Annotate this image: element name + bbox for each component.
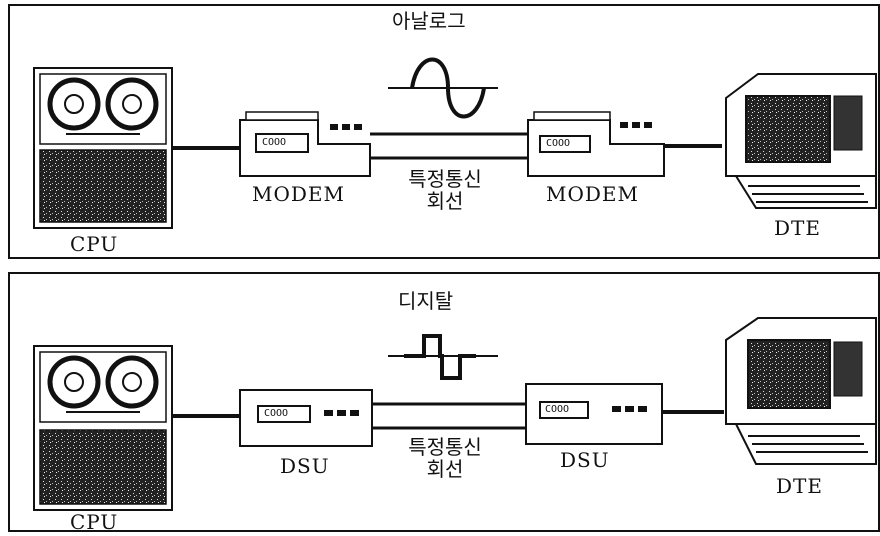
bottom-line-label: 특정통신 회선 xyxy=(390,436,500,480)
digital-panel xyxy=(8,272,880,532)
top-left-modem-icon xyxy=(239,111,371,177)
top-left-modem-display: COOO xyxy=(262,137,287,148)
top-line-label: 특정통신 회선 xyxy=(390,168,500,212)
top-left-modem-label: MODEM xyxy=(252,182,345,206)
top-right-modem-icon xyxy=(527,111,665,177)
top-dte-label: DTE xyxy=(774,216,821,240)
bottom-dte-label: DTE xyxy=(776,474,823,498)
bottom-right-dsu-label: DSU xyxy=(560,448,610,472)
bottom-right-dsu-icon xyxy=(525,383,663,445)
bottom-left-dsu-icon xyxy=(239,389,373,447)
digital-square-wave-icon xyxy=(388,334,498,380)
analog-panel xyxy=(8,4,880,259)
top-dte-terminal-icon xyxy=(725,73,877,209)
bottom-line-label-line1: 특정통신 xyxy=(408,435,482,459)
digital-title: 디지탈 xyxy=(398,289,454,313)
top-line-label-line2: 회선 xyxy=(426,189,464,213)
bottom-line-label-line2: 회선 xyxy=(426,457,464,481)
bottom-right-dsu-display: COOO xyxy=(545,404,570,415)
top-right-modem-label: MODEM xyxy=(546,182,639,206)
bottom-cpu-label: CPU xyxy=(70,510,119,534)
bottom-dte-terminal-icon xyxy=(725,317,877,465)
bottom-left-dsu-display: COOO xyxy=(264,408,289,419)
analog-title: 아날로그 xyxy=(392,9,466,33)
top-right-modem-display: COOO xyxy=(546,138,571,149)
top-cpu-icon xyxy=(33,67,173,229)
top-cpu-label: CPU xyxy=(70,232,119,256)
bottom-cpu-icon xyxy=(33,345,173,511)
analog-sine-wave-icon xyxy=(388,57,498,119)
top-line-label-line1: 특정통신 xyxy=(408,167,482,191)
bottom-left-dsu-label: DSU xyxy=(280,454,330,478)
